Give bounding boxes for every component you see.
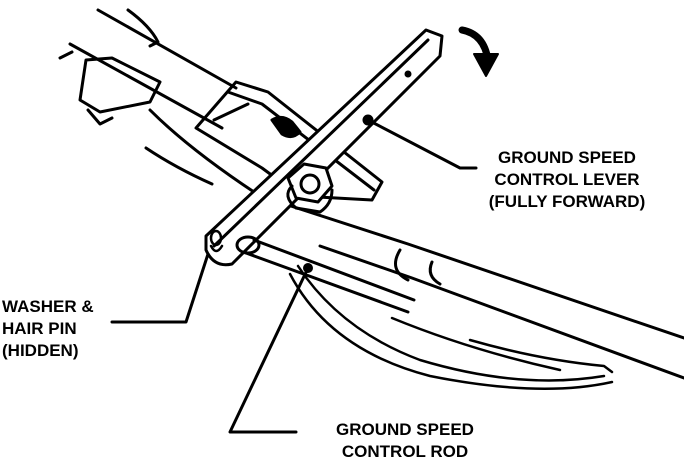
- washer-leader-line: [110, 252, 210, 324]
- control-cable: [288, 264, 614, 390]
- washer-callout: WASHER & HAIR PIN (HIDDEN): [2, 296, 94, 362]
- lever-leader-line: [366, 118, 478, 170]
- rod-callout-line-1: GROUND SPEED: [336, 420, 474, 439]
- washer-callout-line-1: WASHER &: [2, 297, 94, 316]
- washer-hair-pin: [209, 229, 224, 253]
- rod-callout-line-2: CONTROL ROD: [341, 442, 469, 461]
- lever-callout-line-2: CONTROL LEVER: [494, 170, 640, 189]
- rod-leader-line: [228, 266, 310, 434]
- lever-callout-line-1: GROUND SPEED: [498, 148, 636, 167]
- upper-handle-tube: [58, 8, 238, 130]
- lever-callout-line-3: (FULLY FORWARD): [488, 192, 646, 211]
- control-lever: [204, 28, 444, 267]
- control-rod: [235, 235, 416, 314]
- curved-arrow-icon: [458, 26, 499, 77]
- washer-callout-line-2: HAIR PIN: [2, 319, 77, 338]
- rod-callout: GROUND SPEED CONTROL ROD: [290, 419, 520, 463]
- washer-callout-line-3: (HIDDEN): [2, 341, 79, 360]
- leader-lines: [110, 118, 478, 434]
- lever-callout: GROUND SPEED CONTROL LEVER (FULLY FORWAR…: [452, 147, 682, 213]
- pivot-nut: [286, 162, 334, 214]
